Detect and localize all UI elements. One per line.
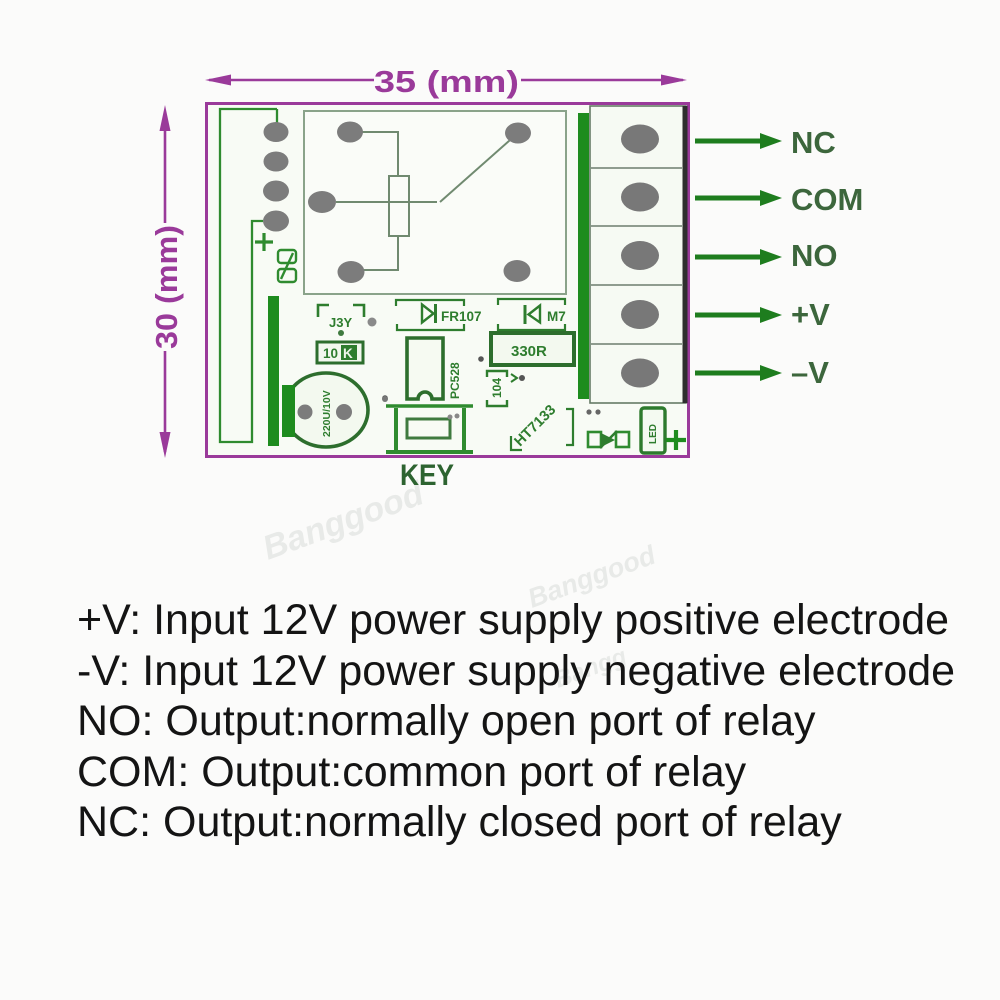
svg-text:J3Y: J3Y [329, 315, 352, 330]
svg-text:10: 10 [323, 346, 338, 361]
svg-text:30 (mm): 30 (mm) [149, 225, 184, 349]
svg-text:LED: LED [648, 424, 659, 444]
svg-text:330R: 330R [511, 343, 547, 360]
svg-text:PC528: PC528 [448, 362, 462, 399]
svg-text:K: K [343, 346, 353, 361]
svg-text:NC: NC [791, 125, 836, 160]
svg-text:KEY: KEY [400, 459, 454, 492]
svg-text:220U/10V: 220U/10V [321, 390, 333, 437]
svg-text:–V: –V [791, 355, 829, 390]
svg-text:NO: NO [791, 238, 838, 273]
svg-text:FR107: FR107 [441, 309, 482, 324]
svg-text:COM: COM [791, 182, 863, 217]
svg-text:M7: M7 [547, 309, 566, 324]
svg-text:+V: +V [791, 297, 830, 332]
svg-text:35 (mm): 35 (mm) [374, 64, 519, 99]
svg-text:104: 104 [490, 378, 504, 398]
